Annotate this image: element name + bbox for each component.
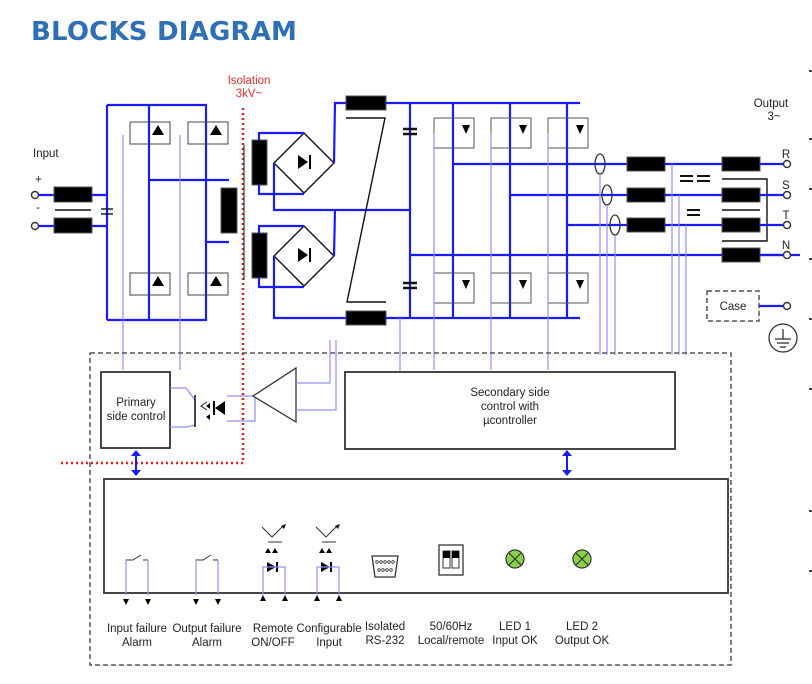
optocoupler-icon	[260, 524, 288, 601]
interface-label: Alarm	[122, 637, 152, 649]
interface-label: Input	[316, 637, 342, 649]
input-minus-label: -	[36, 202, 40, 214]
secondary-side-control-block	[344, 371, 676, 450]
feedback-optocoupler	[170, 387, 256, 428]
interface-label: Input failure	[107, 623, 167, 635]
output-terminal-r	[782, 159, 792, 169]
isolation-label-line1: Isolation	[228, 75, 271, 87]
primary-control-line1: Primary	[116, 397, 156, 409]
transformer-secondary-2	[251, 232, 268, 279]
mosfet-q2	[187, 121, 229, 145]
dip-switch-icon	[438, 544, 464, 576]
optocoupler-icon	[314, 524, 342, 601]
ground-icon	[768, 323, 798, 353]
mosfet-q1	[129, 121, 171, 145]
isolation-label-line2: 3kV~	[236, 88, 263, 100]
interface-label: Configurable	[296, 623, 361, 635]
interface-label: Output failure	[172, 623, 241, 635]
input-minus-terminal	[30, 221, 40, 231]
output-label-line1: Output	[754, 98, 789, 110]
primary-h-bridge	[107, 103, 238, 370]
control-area-frame	[89, 352, 732, 666]
interface-label: ON/OFF	[251, 637, 294, 649]
output-terminal-t-label: T	[782, 210, 789, 222]
output-terminal-s	[782, 190, 792, 200]
primary-side-control-block	[100, 371, 171, 449]
interface-label: Local/remote	[418, 635, 484, 647]
input-filter	[30, 105, 113, 320]
secondary-control-line2: control with	[481, 401, 539, 413]
secondary-control-line3: µcontroller	[483, 415, 537, 427]
mosfet-q3	[129, 272, 171, 296]
secondary-control-line1: Secondary side	[470, 387, 549, 399]
case-terminal	[782, 301, 792, 311]
led-icon	[505, 549, 525, 569]
interface-label: Output OK	[555, 635, 610, 647]
output-terminal-n-label: N	[782, 240, 790, 252]
mosfet-q4	[187, 272, 229, 296]
inverter-stage	[399, 103, 800, 380]
page-edge-marks	[809, 70, 812, 572]
output-label-line2: 3~	[767, 111, 780, 123]
isolation-barrier-line	[60, 108, 245, 465]
case-label: Case	[720, 301, 747, 313]
rectifier-stage	[243, 95, 580, 326]
input-plus-terminal	[30, 190, 40, 200]
transformer-primary	[220, 187, 238, 234]
interface-block	[103, 478, 729, 594]
led-icon	[572, 549, 592, 569]
interface-labels: Input failure Alarm Output failure Alarm…	[107, 621, 610, 649]
input-plus-label: +	[35, 174, 42, 186]
output-terminal-t	[782, 220, 792, 230]
feedback-amplifier	[251, 340, 337, 424]
secondary-bus-arrow	[562, 450, 572, 476]
relay-switch-icon	[193, 554, 221, 605]
output-terminal-s-label: S	[782, 180, 790, 192]
output-terminal-n	[782, 250, 792, 260]
interface-label: LED 2	[566, 621, 598, 633]
output-terminals: R S T N	[782, 149, 792, 260]
interface-label: Isolated	[365, 621, 405, 633]
interface-label: 50/60Hz	[430, 621, 473, 633]
interface-label: Input OK	[492, 635, 538, 647]
interface-label: Alarm	[192, 637, 222, 649]
input-label: Input	[33, 148, 59, 160]
interface-label: RS-232	[366, 635, 405, 647]
interface-label: LED 1	[499, 621, 531, 633]
page-title: BLOCKS DIAGRAM	[31, 17, 298, 47]
output-choke-top	[345, 95, 387, 111]
transformer-secondary-1	[251, 139, 268, 186]
current-sensor-r	[594, 153, 606, 175]
relay-switch-icon	[123, 554, 151, 605]
output-choke-bottom	[345, 310, 387, 326]
primary-bus-arrow	[131, 450, 141, 476]
primary-control-line2: side control	[107, 411, 166, 423]
output-terminal-r-label: R	[782, 149, 790, 161]
interface-label: Remote	[253, 623, 293, 635]
db9-connector-icon	[371, 555, 399, 578]
